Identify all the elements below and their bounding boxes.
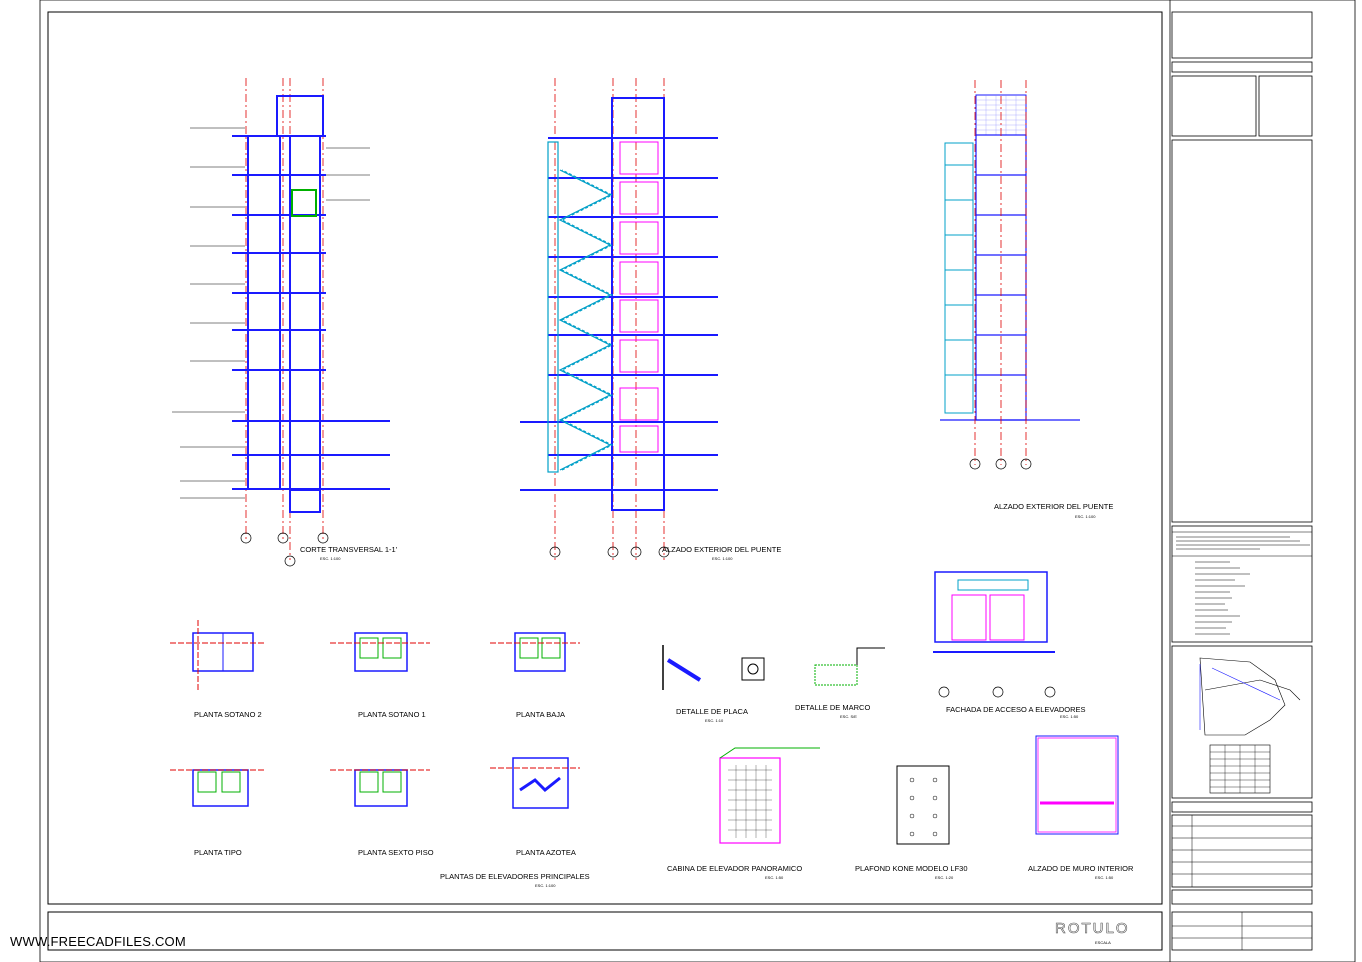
fachada-acceso bbox=[933, 571, 1056, 698]
sheet-border bbox=[39, 0, 1356, 962]
plan-tipo bbox=[170, 769, 265, 807]
plan-baja bbox=[490, 632, 580, 672]
plan-sexto-piso bbox=[330, 769, 430, 807]
muro-scale: ESC. 1:50 bbox=[1095, 875, 1114, 880]
fachada-title: FACHADA DE ACCESO A ELEVADORES bbox=[946, 705, 1086, 714]
alzado-1-title: ALZADO EXTERIOR DEL PUENTE bbox=[662, 545, 781, 554]
plan-sotano-1 bbox=[330, 632, 430, 672]
corte-title: CORTE TRANSVERSAL 1-1' bbox=[300, 545, 398, 554]
plans-group-scale: ESC. 1:100 bbox=[535, 883, 556, 888]
plan-label-6: PLANTA AZOTEA bbox=[516, 848, 576, 857]
plan-azotea bbox=[490, 757, 580, 809]
bottom-strip bbox=[47, 911, 1163, 951]
rotulo-subtitle: ESCALA bbox=[1095, 940, 1111, 945]
cabina-title: CABINA DE ELEVADOR PANORAMICO bbox=[667, 864, 802, 873]
marco-scale: ESC. S/E bbox=[840, 714, 857, 719]
plan-label-2: PLANTA SOTANO 1 bbox=[358, 710, 426, 719]
placa-scale: ESC. 1:10 bbox=[705, 718, 724, 723]
cabina-scale: ESC. 1:50 bbox=[765, 875, 784, 880]
plan-label-4: PLANTA TIPO bbox=[194, 848, 242, 857]
corte-transversal-view bbox=[172, 78, 390, 567]
alzado-puente-view-1 bbox=[520, 78, 718, 560]
plan-label-1: PLANTA SOTANO 2 bbox=[194, 710, 262, 719]
alzado-2-scale: ESC. 1:100 bbox=[1075, 514, 1096, 519]
plafond-scale: ESC. 1:20 bbox=[935, 875, 954, 880]
title-block-column bbox=[1171, 11, 1313, 951]
plan-sotano-2 bbox=[170, 620, 265, 690]
muro-title: ALZADO DE MURO INTERIOR bbox=[1028, 864, 1134, 873]
key-map bbox=[1199, 657, 1301, 794]
alzado-2-title: ALZADO EXTERIOR DEL PUENTE bbox=[994, 502, 1113, 511]
cabina-elevador bbox=[719, 747, 820, 844]
alzado-muro bbox=[1035, 735, 1119, 835]
revision-table bbox=[1172, 815, 1312, 950]
fachada-scale: ESC. 1:50 bbox=[1060, 714, 1079, 719]
detalle-marco bbox=[814, 647, 885, 686]
placa-title: DETALLE DE PLACA bbox=[676, 707, 748, 716]
plan-label-5: PLANTA SEXTO PISO bbox=[358, 848, 434, 857]
plans-group-title: PLANTAS DE ELEVADORES PRINCIPALES bbox=[440, 872, 590, 881]
corte-scale: ESC. 1:100 bbox=[320, 556, 341, 561]
notes-list bbox=[1172, 531, 1312, 635]
plafond-title: PLAFOND KONE MODELO LF30 bbox=[855, 864, 968, 873]
floor-plans bbox=[170, 620, 580, 809]
plafond-kone bbox=[896, 765, 950, 845]
alzado-1-scale: ESC. 1:100 bbox=[712, 556, 733, 561]
drawing-frame bbox=[47, 11, 1163, 905]
detalle-placa bbox=[662, 645, 765, 690]
rotulo-title: ROTULO bbox=[1055, 920, 1130, 937]
watermark: WWW.FREECADFILES.COM bbox=[10, 934, 186, 949]
plan-label-3: PLANTA BAJA bbox=[516, 710, 565, 719]
alzado-puente-view-2 bbox=[940, 80, 1080, 470]
marco-title: DETALLE DE MARCO bbox=[795, 703, 870, 712]
